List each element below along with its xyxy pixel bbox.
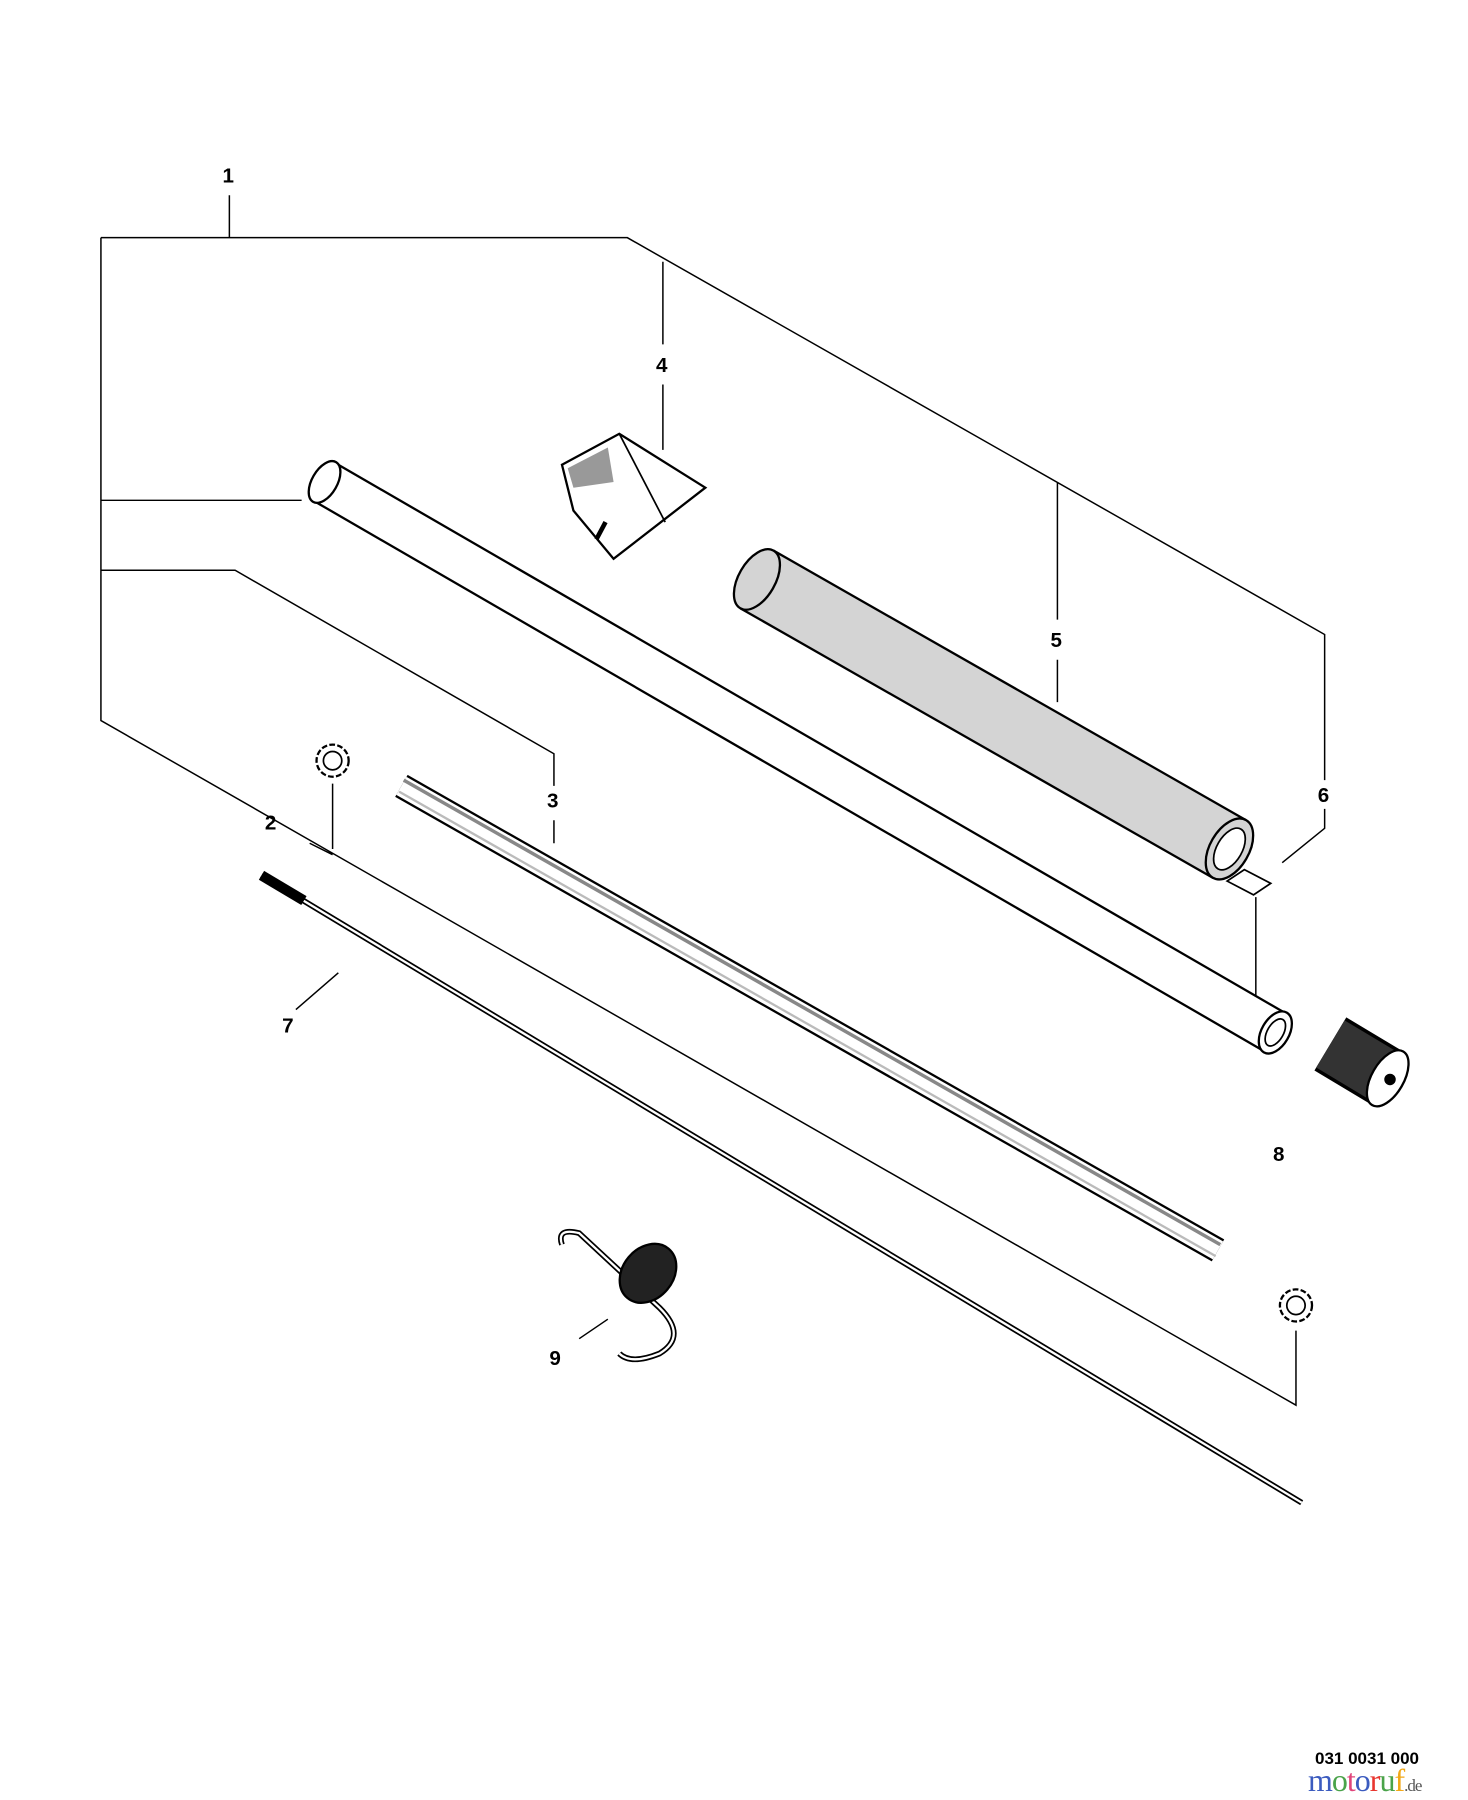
washer-bottom bbox=[1278, 1288, 1314, 1323]
callout-4: 4 bbox=[656, 354, 668, 377]
drive-shaft bbox=[258, 870, 1304, 1506]
callout-3: 3 bbox=[547, 790, 558, 813]
hook-tool bbox=[558, 1228, 678, 1363]
warning-decal bbox=[560, 432, 708, 561]
logo-letter: r bbox=[1369, 1762, 1381, 1798]
coupler bbox=[1314, 1017, 1410, 1108]
callout-8: 8 bbox=[1273, 1143, 1284, 1166]
label-tag bbox=[1225, 868, 1273, 896]
callout-9: 9 bbox=[549, 1347, 560, 1370]
washer-top bbox=[315, 743, 350, 778]
callout-1: 1 bbox=[222, 165, 233, 188]
callout-6: 6 bbox=[1318, 784, 1329, 807]
logo-letter: f bbox=[1394, 1762, 1405, 1798]
logo-suffix: .de bbox=[1404, 1776, 1422, 1795]
logo-letter: o bbox=[1331, 1762, 1348, 1798]
part-number: 031 0031 000 bbox=[1315, 1749, 1419, 1768]
watermark-logo: motoruf.de bbox=[1308, 1762, 1422, 1800]
logo-letter: o bbox=[1354, 1762, 1371, 1798]
leader-lines bbox=[100, 195, 1326, 1407]
main-tube bbox=[307, 459, 1294, 1055]
logo-letters: motoruf bbox=[1308, 1762, 1405, 1798]
logo-letter: t bbox=[1346, 1762, 1356, 1798]
logo-letter: u bbox=[1379, 1762, 1395, 1798]
callout-labels: 1 2 3 4 5 6 7 8 9 bbox=[222, 165, 1329, 1370]
logo-letter: m bbox=[1308, 1762, 1333, 1798]
shaft-liner bbox=[395, 774, 1225, 1262]
foam-grip bbox=[732, 548, 1255, 881]
callout-5: 5 bbox=[1051, 629, 1062, 652]
callout-7: 7 bbox=[282, 1014, 293, 1037]
callout-2: 2 bbox=[265, 811, 276, 834]
